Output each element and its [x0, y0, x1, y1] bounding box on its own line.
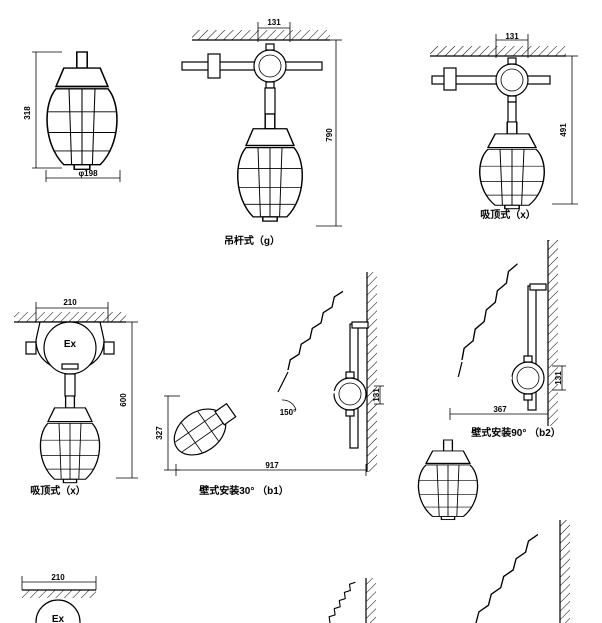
ex-mark-2: Ex [52, 614, 65, 623]
figure-2-pendant: 131 790 吊杆式（g） [181, 18, 342, 247]
figure-5-wall-30: 150° 131 327 917 壁式安装30° （b1） [155, 272, 384, 497]
dim-150-deg: 150° [280, 408, 297, 417]
dim-131: 131 [267, 18, 281, 27]
dim-327: 327 [155, 426, 164, 440]
dim-131-d: 131 [554, 371, 563, 385]
ex-mark-1: Ex [64, 339, 77, 350]
dim-210-b: 210 [51, 573, 65, 582]
dim-height-318: 318 [23, 106, 32, 120]
caption-ceiling-1: 吸顶式（x） [480, 208, 536, 221]
dim-210: 210 [63, 298, 77, 307]
dim-367: 367 [493, 405, 507, 414]
figure-6-wall-90: 131 367 壁式安装90° （b2） [417, 240, 566, 521]
figure-7-partial: 210 Ex [21, 520, 570, 623]
caption-wall-90: 壁式安装90° （b2） [471, 426, 561, 439]
dim-131-b: 131 [505, 32, 519, 41]
dim-131-c: 131 [372, 388, 381, 402]
figure-4-ceiling-ex: 210 Ex 600 吸顶式（x） [14, 298, 138, 497]
caption-ceiling-2: 吸顶式（x） [30, 484, 86, 497]
figure-3-ceiling: 131 491 吸顶式（x） [430, 32, 578, 221]
caption-wall-30: 壁式安装30° （b1） [199, 484, 289, 497]
dim-width-198: φ198 [78, 169, 98, 178]
caption-pendant: 吊杆式（g） [224, 234, 280, 247]
dim-491: 491 [559, 123, 568, 137]
dim-600: 600 [119, 393, 128, 407]
dim-917: 917 [265, 461, 279, 470]
figure-1-lamp: 318 φ198 [23, 51, 121, 182]
dim-790: 790 [325, 128, 334, 142]
